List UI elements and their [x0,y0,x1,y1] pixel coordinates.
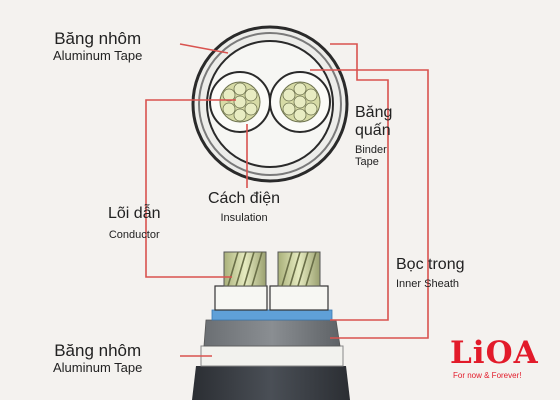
label-binder-tape-en-1: Binder [355,143,387,156]
label-aluminum-tape-bottom-en: Aluminum Tape [53,359,143,375]
label-insulation: Cách điện Insulation [208,190,280,225]
aluminum-tape-ring [198,32,342,176]
cable-side-view [192,251,350,400]
left-core-strands [222,82,258,122]
left-conductor-side [223,251,267,287]
leader-conductor [145,99,236,278]
leader-inner-sheath [310,69,429,339]
label-insulation-vn: Cách điện [208,190,281,207]
label-aluminum-tape-bottom-vn: Băng nhôm [54,341,142,360]
label-binder-tape-vn-1: Băng [355,104,393,121]
outer-jacket [192,366,350,400]
leader-lines [145,43,429,357]
aluminum-tape-layer [200,345,344,367]
label-insulation-en: Insulation [220,212,268,225]
label-binder-tape-en-2: Tape [355,156,379,169]
cable-cross-section [191,25,349,183]
inner-sheath-layer [203,319,341,347]
label-conductor: Lõi dẫn Conductor [108,205,161,242]
label-inner-sheath: Bọc trong Inner Sheath [396,256,464,291]
label-conductor-vn: Lõi dẫn [108,205,161,222]
label-conductor-en: Conductor [108,229,160,242]
label-aluminum-tape-bottom: Băng nhôm Aluminum Tape [53,341,142,375]
label-inner-sheath-vn: Bọc trong [396,256,465,273]
label-aluminum-tape-top-vn: Băng nhôm [54,29,142,48]
label-binder-tape-vn-2: quấn [355,122,391,140]
label-aluminum-tape-top: Băng nhôm Aluminum Tape [53,29,142,63]
right-conductor-side [277,251,321,287]
right-insulation-side [269,285,329,311]
lioa-logo: LiOA For now & Forever! [450,335,560,381]
leader-aluminum-tape-top [179,43,229,54]
left-insulation-side [214,285,268,311]
label-aluminum-tape-top-en: Aluminum Tape [53,47,143,63]
label-inner-sheath-en: Inner Sheath [396,278,459,291]
leader-binder-tape [330,43,389,321]
right-core-strands [282,82,318,122]
binder-tape-layer [211,309,333,321]
logo-tagline: For now & Forever! [453,371,522,380]
label-binder-tape: Băng quấn Binder Tape [355,104,392,169]
logo-text: LiOA [450,335,539,371]
